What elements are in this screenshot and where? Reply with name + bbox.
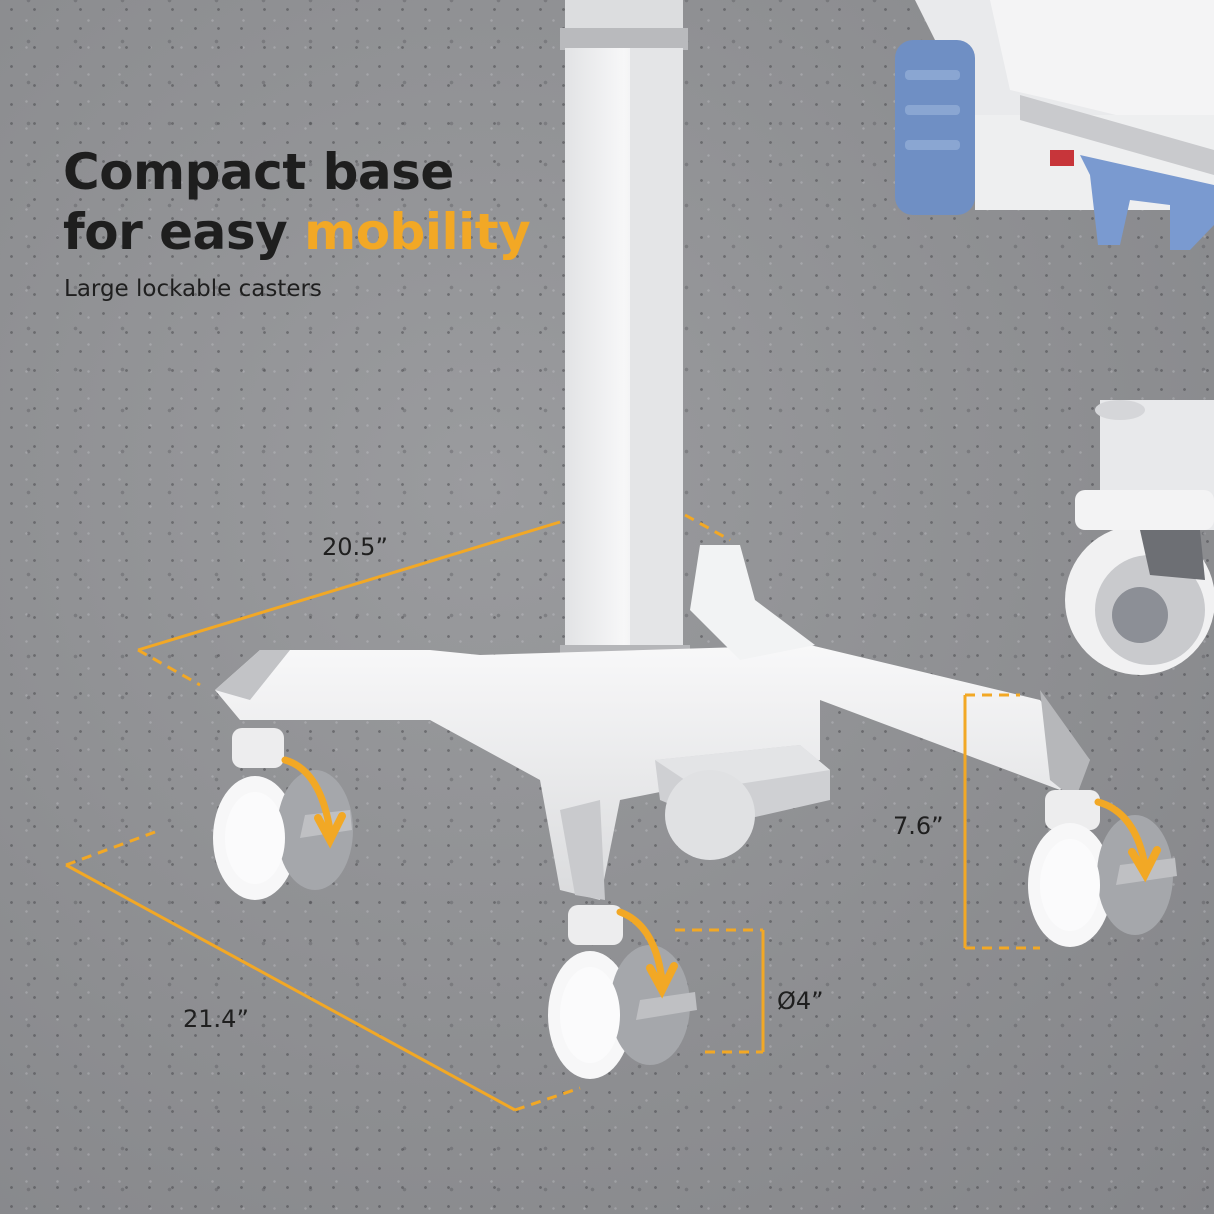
- dimension-lines: [65, 513, 1040, 1112]
- width-dimension-label: 20.5”: [322, 533, 388, 561]
- caster-height-dimension-label: 7.6”: [893, 812, 944, 840]
- headline-line2-prefix: for easy: [63, 203, 305, 261]
- headline-accent: mobility: [304, 203, 531, 261]
- caster-right: [1028, 790, 1177, 947]
- caster-front-left: [213, 728, 353, 900]
- cart-base: [215, 545, 1090, 900]
- cart-pole: [560, 0, 690, 673]
- headline: Compact base for easy mobility: [63, 142, 531, 262]
- rotation-arrow-icon: [1094, 798, 1161, 883]
- rotation-arrow-icon: [616, 908, 678, 999]
- depth-dimension-label: 21.4”: [183, 1005, 249, 1033]
- subheadline: Large lockable casters: [64, 276, 322, 302]
- hospital-bed: [895, 0, 1214, 675]
- wheel-diameter-dimension-label: Ø4”: [777, 987, 824, 1015]
- caster-front-center: [548, 905, 697, 1079]
- headline-line1: Compact base: [63, 143, 454, 201]
- rotation-arrow-icon: [281, 756, 346, 849]
